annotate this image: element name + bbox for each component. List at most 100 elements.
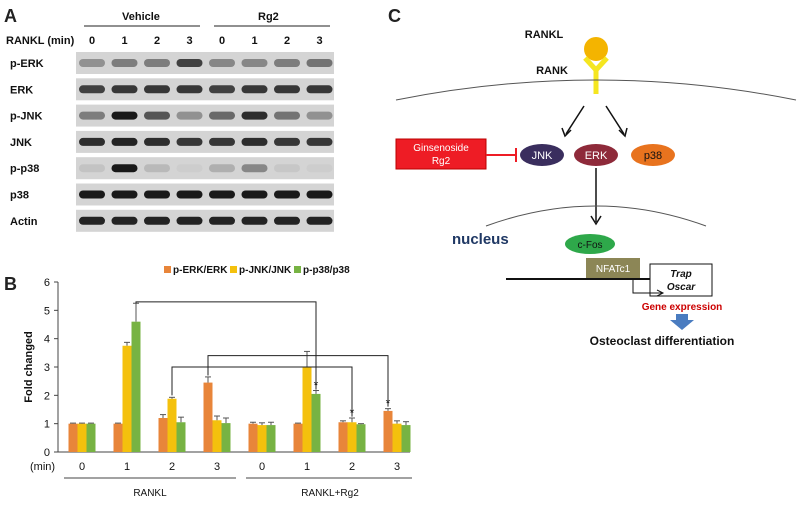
y-tick-label: 3 bbox=[44, 362, 50, 374]
blot-band bbox=[209, 59, 235, 67]
blot-strip bbox=[76, 78, 334, 101]
blot-band bbox=[144, 216, 170, 225]
nucleus-label: nucleus bbox=[452, 231, 509, 248]
x-tick-label: 2 bbox=[349, 461, 355, 473]
x-tick-label: 0 bbox=[79, 461, 85, 473]
blot-band bbox=[79, 85, 105, 94]
x-axis-unit-label: (min) bbox=[30, 461, 55, 473]
blot-band bbox=[144, 59, 170, 67]
bar bbox=[311, 393, 321, 452]
blot-row-label: p-p38 bbox=[10, 163, 39, 175]
bar bbox=[131, 321, 141, 452]
blot-strip bbox=[76, 52, 334, 74]
inhibitor-label-line2: Rg2 bbox=[432, 156, 451, 167]
arrow-to-p38 bbox=[605, 105, 625, 135]
y-tick-label: 4 bbox=[44, 334, 50, 346]
signaling-diagram: RANKL RANK Ginsenoside Rg2 JNK ERK p38 n… bbox=[395, 29, 797, 348]
blot-row-label: p-JNK bbox=[10, 111, 42, 123]
blot-band bbox=[306, 190, 333, 199]
legend-swatch bbox=[294, 266, 301, 273]
blot-band bbox=[176, 216, 203, 225]
blot-group-vehicle: Vehicle bbox=[122, 11, 160, 23]
transcription-arrow bbox=[632, 279, 662, 294]
bar bbox=[86, 423, 96, 452]
comparison-bracket bbox=[171, 366, 353, 417]
blot-strip bbox=[76, 183, 334, 206]
blot-band bbox=[79, 190, 105, 199]
legend-label: p-ERK/ERK bbox=[173, 265, 228, 276]
panel-c-letter: C bbox=[388, 6, 401, 26]
bar bbox=[383, 410, 393, 452]
blot-group-rg2: Rg2 bbox=[258, 11, 279, 23]
group-label-rankl: RANKL bbox=[133, 488, 167, 499]
bar bbox=[266, 425, 276, 452]
rankl-label: RANKL bbox=[525, 29, 564, 41]
blot-band bbox=[241, 137, 268, 146]
blot-strip bbox=[76, 209, 334, 232]
blot-strip bbox=[76, 157, 334, 180]
bar bbox=[68, 423, 78, 452]
blot-band bbox=[274, 59, 300, 67]
nuclear-membrane bbox=[485, 205, 707, 227]
x-tick-label: 2 bbox=[169, 461, 175, 473]
chart-legend: p-ERK/ERK p-JNK/JNK p-p38/p38 bbox=[164, 265, 350, 276]
down-arrow-icon bbox=[670, 314, 694, 330]
blot-band bbox=[274, 111, 300, 120]
bar bbox=[113, 423, 123, 452]
blot-strip bbox=[76, 130, 334, 153]
bar bbox=[167, 398, 177, 452]
blot-time-label: 1 bbox=[121, 35, 127, 47]
blot-band bbox=[241, 190, 268, 199]
inhibitor-label-line1: Ginsenoside bbox=[413, 143, 469, 154]
blot-row-label: p38 bbox=[10, 190, 29, 202]
transcription-arrow-head bbox=[656, 289, 665, 297]
gene-expression-label: Gene expression bbox=[642, 302, 723, 313]
bar bbox=[257, 425, 267, 452]
blot-band bbox=[176, 164, 203, 173]
legend-label: p-p38/p38 bbox=[303, 265, 350, 276]
legend-label: p-JNK/JNK bbox=[239, 265, 292, 276]
blot-band bbox=[306, 216, 333, 225]
p38-node bbox=[631, 144, 675, 166]
blot-strip bbox=[76, 104, 334, 127]
significance-brackets bbox=[135, 301, 389, 417]
osteoclast-differentiation-label: Osteoclast differentiation bbox=[590, 334, 735, 348]
blot-time-header: RANKL (min) bbox=[6, 35, 75, 47]
bar bbox=[347, 422, 357, 452]
y-tick-label: 0 bbox=[44, 447, 50, 459]
x-tick-label: 1 bbox=[304, 461, 310, 473]
bar bbox=[176, 422, 186, 452]
y-axis-label: Fold changed bbox=[23, 331, 35, 403]
jnk-node bbox=[520, 144, 564, 166]
target-genes-box bbox=[649, 263, 713, 297]
blot-band bbox=[274, 137, 300, 146]
cfos-label: c-Fos bbox=[578, 240, 603, 251]
blot-band bbox=[111, 190, 138, 199]
blot-band bbox=[241, 164, 268, 173]
bar bbox=[302, 367, 312, 452]
cfos-node bbox=[565, 234, 615, 254]
comparison-bracket bbox=[207, 355, 389, 407]
y-tick-label: 1 bbox=[44, 419, 50, 431]
bar bbox=[122, 345, 132, 452]
bar-series: *** bbox=[68, 302, 411, 452]
blot-band bbox=[241, 216, 268, 225]
arrow-to-nucleus-head bbox=[590, 215, 602, 226]
x-tick-label: 3 bbox=[394, 461, 400, 473]
blot-band bbox=[176, 85, 203, 94]
group-label-rankl-rg2: RANKL+Rg2 bbox=[301, 488, 359, 499]
blot-time-label: 3 bbox=[316, 35, 322, 47]
nfatc1-label: NFATc1 bbox=[596, 264, 631, 275]
bar bbox=[77, 423, 87, 452]
blot-band bbox=[209, 190, 235, 199]
arrow-to-p38-head bbox=[618, 127, 628, 138]
blot-band bbox=[79, 137, 105, 146]
blot-time-label: 2 bbox=[154, 35, 160, 47]
ginsenoside-rg2-box bbox=[395, 138, 487, 170]
bar bbox=[356, 424, 366, 452]
legend-swatch bbox=[230, 266, 237, 273]
y-tick-label: 2 bbox=[44, 390, 50, 402]
arrow-to-jnk-head bbox=[561, 127, 572, 138]
